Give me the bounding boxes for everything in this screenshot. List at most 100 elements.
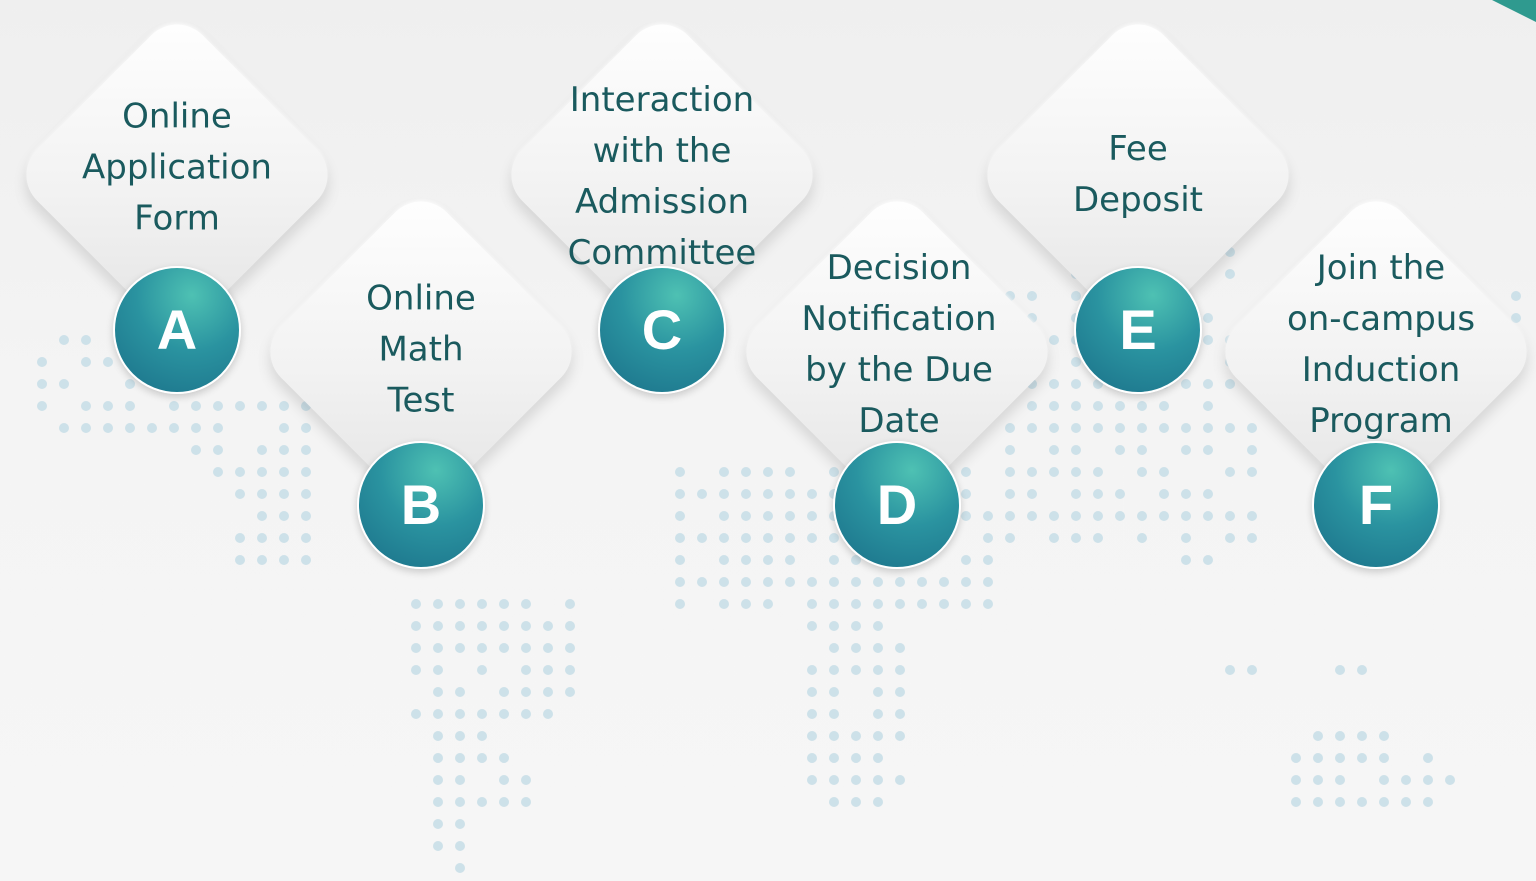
map-dot-262: [983, 577, 993, 587]
map-dot-222: [983, 533, 993, 543]
map-dot-81: [235, 401, 245, 411]
map-dot-181: [719, 511, 729, 521]
map-dot-32: [59, 335, 69, 345]
map-dot-112: [1203, 423, 1213, 433]
map-dot-38: [1049, 335, 1059, 345]
map-dot-111: [1181, 423, 1191, 433]
step-b-letter: B: [400, 473, 442, 536]
map-dot-130: [257, 467, 267, 477]
map-dot-299: [499, 643, 509, 653]
map-dot-319: [1247, 665, 1257, 675]
map-dot-174: [1159, 489, 1169, 499]
map-dot-177: [257, 511, 267, 521]
map-dot-313: [807, 665, 817, 675]
map-dot-358: [499, 753, 509, 763]
map-dot-131: [279, 467, 289, 477]
map-dot-212: [741, 533, 751, 543]
map-dot-161: [785, 489, 795, 499]
map-dot-352: [1335, 731, 1345, 741]
map-dot-259: [917, 577, 927, 587]
map-dot-156: [675, 489, 685, 499]
map-dot-87: [1071, 401, 1081, 411]
map-dot-134: [719, 467, 729, 477]
step-c-letter: C: [641, 298, 683, 361]
map-dot-247: [1203, 555, 1213, 565]
map-dot-400: [433, 819, 443, 829]
map-dot-148: [1137, 467, 1147, 477]
map-dot-31: [1511, 313, 1521, 323]
map-dot-195: [1049, 511, 1059, 521]
map-dot-354: [1379, 731, 1389, 741]
map-dot-106: [1071, 423, 1081, 433]
map-dot-258: [895, 577, 905, 587]
map-dot-377: [895, 775, 905, 785]
map-dot-229: [1225, 533, 1235, 543]
map-dot-369: [433, 775, 443, 785]
map-dot-348: [851, 731, 861, 741]
map-dot-175: [1181, 489, 1191, 499]
map-dot-86: [1049, 401, 1059, 411]
map-dot-184: [785, 511, 795, 521]
map-dot-351: [1313, 731, 1323, 741]
map-dot-268: [521, 599, 531, 609]
map-dot-179: [301, 511, 311, 521]
map-dot-402: [433, 841, 443, 851]
map-dot-284: [433, 621, 443, 631]
map-dot-143: [1005, 467, 1015, 477]
map-dot-150: [1225, 467, 1235, 477]
map-dot-337: [521, 709, 531, 719]
step-f-letter: F: [1358, 473, 1394, 536]
map-dot-370: [455, 775, 465, 785]
map-dot-302: [565, 643, 575, 653]
map-dot-289: [543, 621, 553, 631]
map-dot-65: [1049, 379, 1059, 389]
map-dot-89: [1115, 401, 1125, 411]
map-dot-119: [301, 445, 311, 455]
map-dot-202: [1203, 511, 1213, 521]
map-dot-266: [477, 599, 487, 609]
map-dot-193: [1005, 511, 1015, 521]
map-dot-298: [477, 643, 487, 653]
map-dot-355: [433, 753, 443, 763]
map-dot-128: [213, 467, 223, 477]
map-dot-292: [829, 621, 839, 631]
map-dot-138: [829, 467, 839, 477]
map-dot-97: [147, 423, 157, 433]
map-dot-397: [1379, 797, 1389, 807]
map-dot-248: [675, 577, 685, 587]
map-dot-314: [829, 665, 839, 675]
map-dot-350: [895, 731, 905, 741]
map-dot-121: [1049, 445, 1059, 455]
map-dot-52: [1071, 357, 1081, 367]
map-dot-326: [543, 687, 553, 697]
map-dot-234: [301, 555, 311, 565]
map-dot-385: [433, 797, 443, 807]
map-dot-231: [235, 555, 245, 565]
map-dot-66: [1071, 379, 1081, 389]
map-dot-94: [81, 423, 91, 433]
map-dot-169: [1005, 489, 1015, 499]
map-dot-59: [37, 379, 47, 389]
map-dot-322: [433, 687, 443, 697]
map-dot-90: [1137, 401, 1147, 411]
map-dot-176: [1203, 489, 1213, 499]
map-dot-246: [1181, 555, 1191, 565]
map-dot-48: [103, 357, 113, 367]
map-dot-381: [1379, 775, 1389, 785]
map-dot-331: [895, 687, 905, 697]
map-dot-318: [1225, 665, 1235, 675]
map-dot-388: [499, 797, 509, 807]
map-dot-365: [1335, 753, 1345, 763]
map-dot-20: [1511, 291, 1521, 301]
map-dot-206: [257, 533, 267, 543]
map-dot-127: [1247, 445, 1257, 455]
map-dot-100: [213, 423, 223, 433]
map-dot-254: [807, 577, 817, 587]
map-dot-244: [961, 555, 971, 565]
map-dot-346: [807, 731, 817, 741]
map-dot-70: [1181, 379, 1191, 389]
map-dot-311: [543, 665, 553, 675]
map-dot-159: [741, 489, 751, 499]
map-dot-335: [477, 709, 487, 719]
